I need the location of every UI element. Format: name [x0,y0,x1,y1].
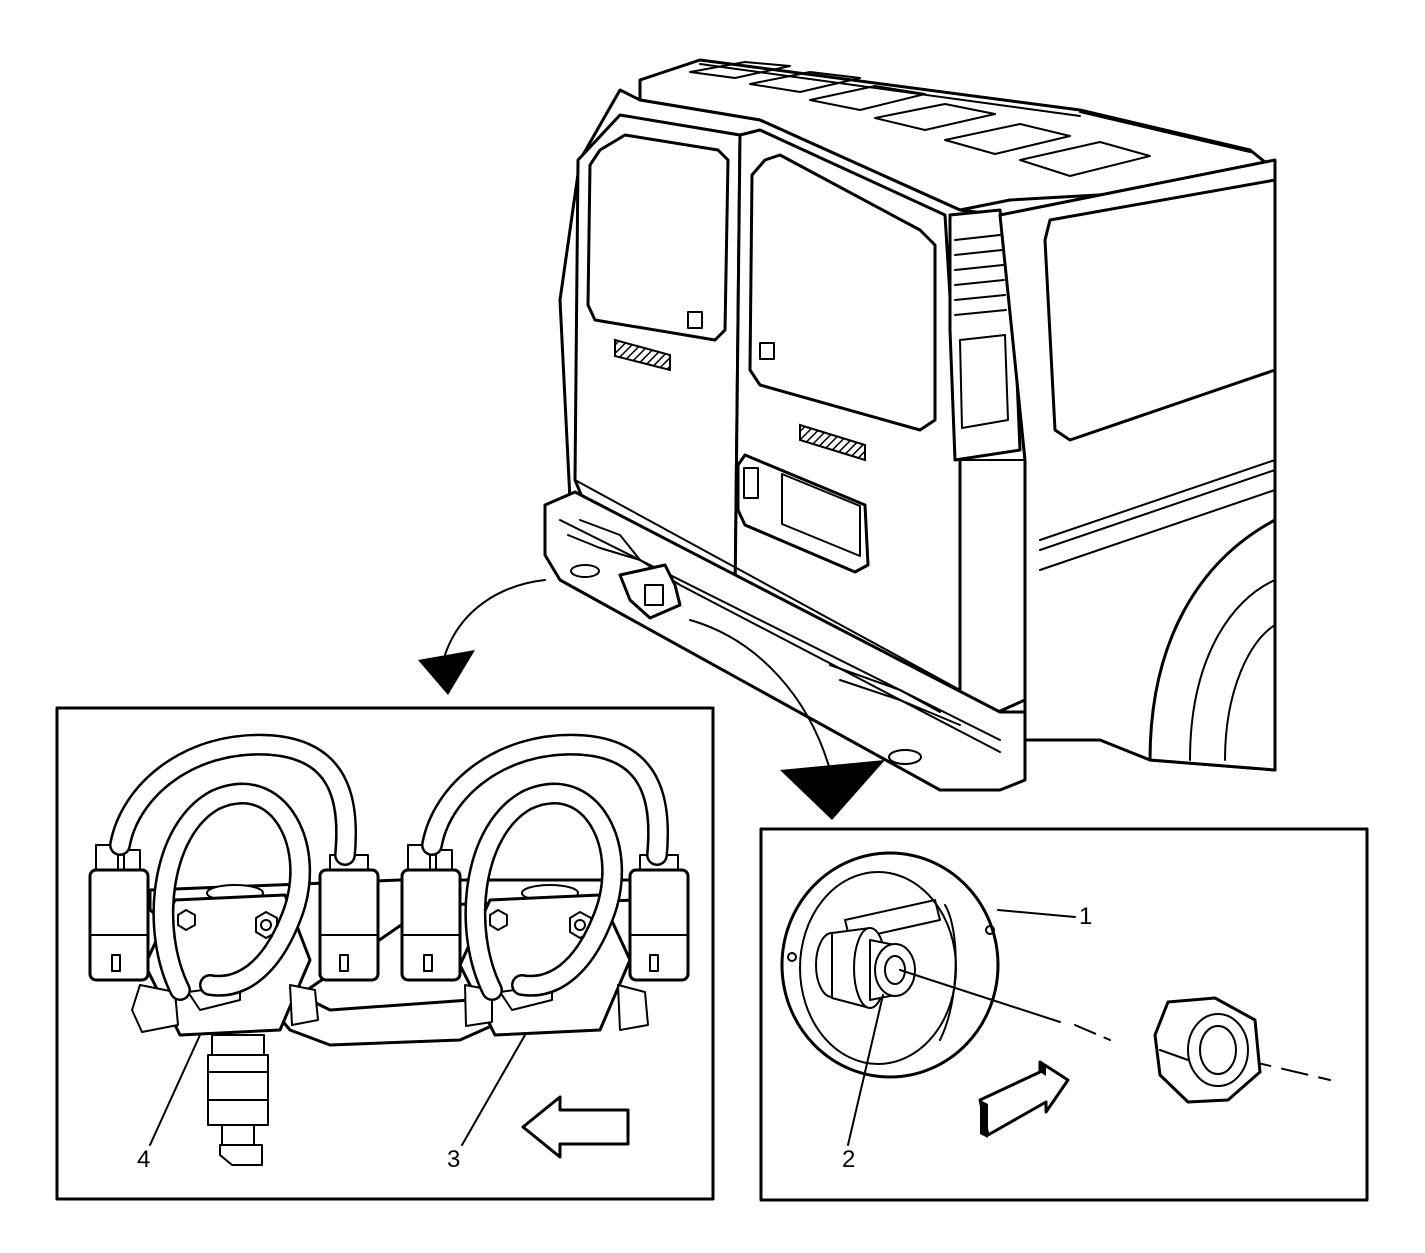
window-lock-right [759,342,775,360]
hitch-opening [644,584,664,606]
callout-1: 1 [1079,903,1093,930]
tail-light-lenses [954,234,1009,429]
detail-box-connectors [55,706,715,1201]
leader-4 [149,1034,201,1146]
sensor-body-lower [207,1034,269,1166]
rear-window-left [586,133,730,342]
plate-hole-right [985,925,995,935]
sensor-stud [815,927,916,1009]
side-trim-line [1039,459,1276,541]
wiring-harness-right [421,733,670,1001]
side-window [1043,178,1277,442]
bumper-light-right [888,749,922,765]
arrow-right-shaft [689,619,831,771]
detail-box-sensor [759,827,1369,1202]
rear-tire [1189,579,1276,761]
arrow-left-shaft [444,579,546,656]
leader-2 [847,994,884,1146]
assembly-axis-line [899,969,1061,1023]
callout-2: 2 [842,1146,856,1173]
plate-hole-left [787,952,797,962]
callout-3: 3 [447,1146,461,1173]
bumper-step-left [579,519,641,561]
license-plate [781,473,861,557]
connector-3 [400,844,462,982]
tail-light [948,208,1022,462]
arrow-left-head [418,650,475,695]
rear-window-right [748,153,937,432]
fitting-right-outer [617,984,649,1031]
front-direction-arrow-left [521,1095,630,1159]
door-reflector-right [799,423,866,462]
bumper-light-left [570,564,600,578]
door-reflector-left [614,338,671,372]
connector-2 [318,854,380,982]
connector-1 [88,844,150,982]
window-lock-left [687,311,703,329]
nut-left [177,909,196,931]
pointer-arrows [418,579,885,820]
leader-1 [997,909,1076,918]
nut-right [489,909,508,931]
roof-rack [689,61,1251,177]
arrow-right-head [780,760,885,820]
callout-4: 4 [137,1146,151,1173]
fitting-left-inner [289,984,319,1026]
door-handle [743,467,759,499]
license-plate-recess [736,453,870,574]
connector-4 [628,854,690,982]
leader-3 [461,1034,526,1146]
van-illustration [543,58,1277,792]
hitch-receiver [618,563,682,620]
retaining-nut [1153,996,1262,1104]
wiring-harness-left [109,733,358,1001]
